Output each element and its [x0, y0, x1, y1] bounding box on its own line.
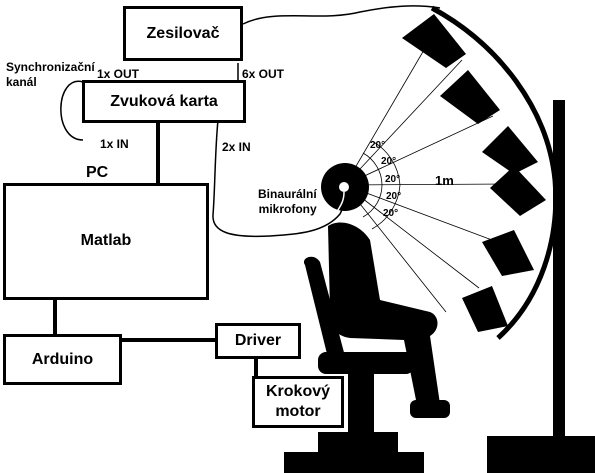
microphones-label: Binaurální mikrofony	[258, 187, 317, 216]
soundcard-box: Zvuková karta	[82, 80, 246, 123]
out-6x-label: 6x OUT	[242, 67, 285, 81]
angle-label: 20°	[383, 208, 399, 219]
stepper-motor-box: Krokový motor	[252, 376, 344, 428]
chair-back	[303, 256, 346, 366]
speaker-3	[482, 126, 538, 174]
speaker-1	[402, 14, 466, 68]
amplifier-output-cable	[242, 5, 441, 25]
chair-post	[348, 374, 374, 434]
chair-seat	[318, 352, 414, 374]
stepper-label-line2: motor	[275, 403, 321, 420]
arduino-box: Arduino	[3, 334, 122, 385]
microphone-icon	[339, 182, 349, 192]
speaker-6	[462, 286, 508, 332]
angle-label: 20°	[370, 140, 386, 151]
pc-label: PC	[86, 164, 109, 181]
angle-lines	[344, 25, 513, 313]
amplifier-label: Zesilovač	[146, 24, 220, 42]
angle-label: 20°	[381, 156, 397, 167]
angle-label: 20°	[386, 191, 402, 202]
stepper-label-line1: Krokový	[265, 383, 331, 400]
stand-pole	[553, 100, 565, 438]
speaker-4	[490, 166, 546, 216]
soundcard-label: Zvuková karta	[110, 92, 218, 110]
distance-label: 1m	[435, 173, 454, 188]
driver-box: Driver	[215, 323, 301, 359]
out-1x-label: 1x OUT	[97, 67, 140, 81]
chair-base	[318, 432, 398, 454]
driver-label: Driver	[234, 332, 282, 349]
sync-channel-label: Synchronizační kanál	[6, 60, 95, 89]
amplifier-box: Zesilovač	[123, 6, 243, 61]
data-links	[53, 122, 258, 376]
speaker-5	[482, 230, 534, 276]
chair-feet	[284, 452, 424, 473]
listener-foot	[410, 400, 450, 418]
sync-loop-cable	[60, 80, 84, 141]
speaker-stand	[487, 100, 595, 473]
speaker-2	[440, 70, 500, 124]
angle-label: 20°	[385, 174, 401, 185]
speakers	[402, 14, 546, 332]
in-1x-label: 1x IN	[100, 137, 129, 151]
arduino-label: Arduino	[31, 350, 94, 368]
in-2x-label: 2x IN	[222, 140, 251, 154]
matlab-label: Matlab	[80, 232, 132, 249]
stand-base	[487, 436, 595, 473]
matlab-box: Matlab	[3, 183, 209, 300]
listener-body	[328, 222, 440, 410]
